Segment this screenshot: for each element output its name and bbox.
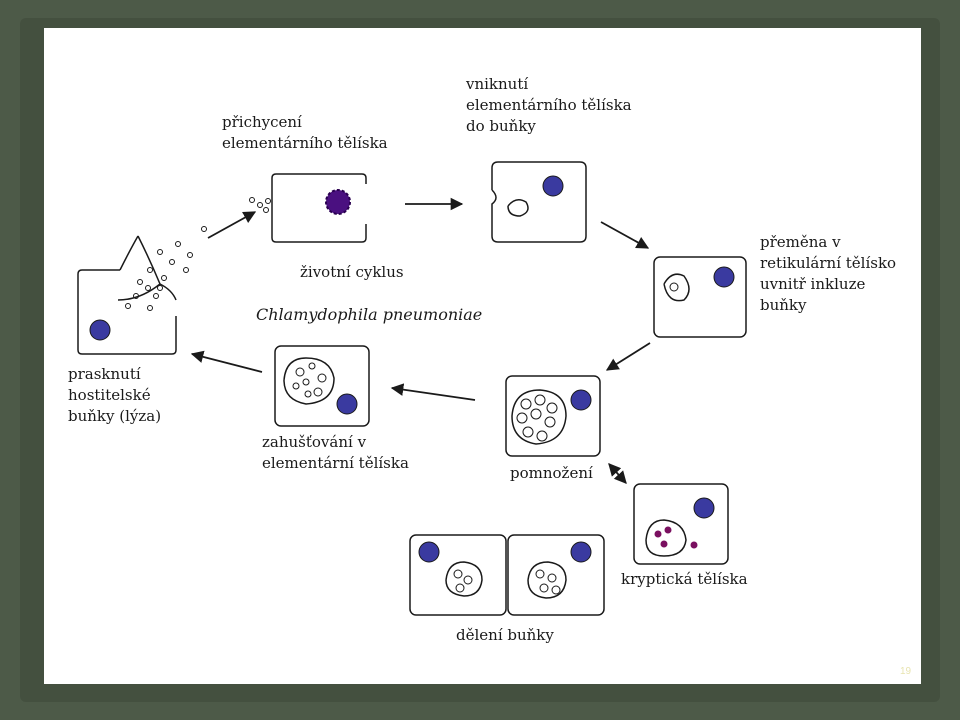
label-transform-line: přeměna v xyxy=(760,233,841,251)
slide xyxy=(44,28,921,684)
arrow-transform xyxy=(600,221,650,249)
label-lysis-line: buňky (lýza) xyxy=(68,407,162,425)
label-cycle: životní cyklus xyxy=(300,263,404,281)
label-division: dělení buňky xyxy=(456,626,554,644)
cell-multiplication xyxy=(505,375,601,457)
label-transform-line: buňky xyxy=(760,296,807,314)
label-entry: vniknutí elementárního tělíska do buňky xyxy=(466,74,632,137)
cell-transformation xyxy=(653,256,747,338)
label-transform-line: uvnitř inkluze xyxy=(760,275,866,293)
arrow-attach xyxy=(207,211,257,239)
cell-cryptic xyxy=(633,483,729,565)
label-lysis-line: hostitelské xyxy=(68,386,151,404)
label-lysis-line: prasknutí xyxy=(68,365,141,383)
label-cryptic: kryptická tělíska xyxy=(621,570,748,588)
label-lysis: prasknutí hostitelské buňky (lýza) xyxy=(68,364,161,427)
label-multiply: pomnožení xyxy=(510,464,593,482)
cell-entry xyxy=(491,161,587,243)
label-entry-line: vniknutí xyxy=(466,75,529,93)
arrow-condense xyxy=(390,383,476,401)
label-entry-line: do buňky xyxy=(466,117,536,135)
label-transform: přeměna v retikulární tělísko uvnitř ink… xyxy=(760,232,896,316)
cell-attachment xyxy=(271,173,367,243)
cell-lysis xyxy=(77,235,177,355)
label-condense-line: zahušťování v xyxy=(262,433,367,451)
label-attach-line: elementárního tělíska xyxy=(222,134,388,152)
cell-division xyxy=(409,534,605,616)
label-condense: zahušťování v elementární tělíska xyxy=(262,432,409,474)
label-condense-line: elementární tělíska xyxy=(262,454,409,472)
arrow-lysis xyxy=(190,350,263,373)
label-transform-line: retikulární tělísko xyxy=(760,254,897,272)
page-number: 19 xyxy=(900,666,912,677)
arrow-multiply xyxy=(605,342,651,371)
cell-condensation xyxy=(274,345,370,427)
label-species: Chlamydophila pneumoniae xyxy=(256,305,483,324)
label-entry-line: elementárního tělíska xyxy=(466,96,632,114)
arrow-cryptic xyxy=(608,463,627,484)
label-attach: přichycení elementárního tělíska xyxy=(222,112,388,154)
label-attach-line: přichycení xyxy=(222,113,302,131)
